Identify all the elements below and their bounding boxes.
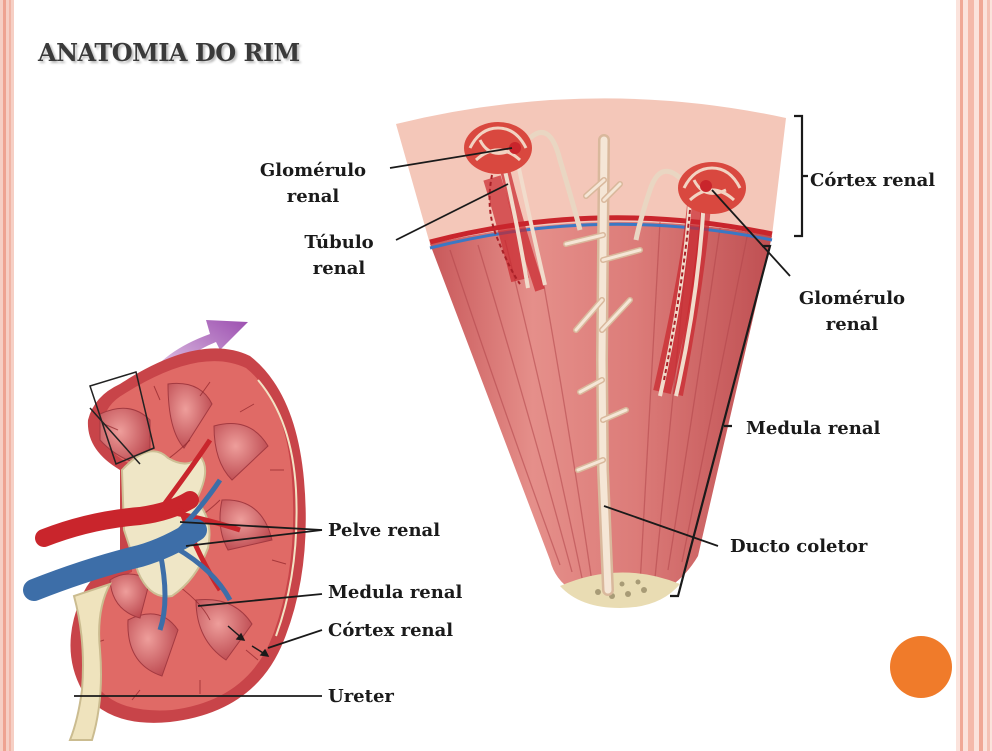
- label-pelve-renal: Pelve renal: [328, 518, 440, 544]
- bracket-cortex: [794, 116, 808, 236]
- kidney-cross-section: [34, 348, 306, 740]
- label-ureter: Ureter: [328, 684, 394, 710]
- label-glomerulo-renal-left: Glomérulo renal: [248, 158, 378, 210]
- label-tubulo-line2: renal: [313, 258, 366, 279]
- label-tubulo-line1: Túbulo: [304, 232, 373, 253]
- label-cortex-renal-top: Córtex renal: [810, 168, 935, 194]
- accent-dot: [890, 636, 952, 698]
- label-glomerulo-left-line2: renal: [287, 186, 340, 207]
- label-glomerulo-left-line1: Glomérulo: [260, 160, 366, 181]
- label-medula-renal-right: Medula renal: [746, 416, 880, 442]
- label-cortex-renal-bottom: Córtex renal: [328, 618, 453, 644]
- label-ducto-coletor: Ducto coletor: [730, 534, 867, 560]
- label-medula-renal-bottom: Medula renal: [328, 580, 462, 606]
- label-glomerulo-right-line2: renal: [826, 314, 879, 335]
- label-glomerulo-right-line1: Glomérulo: [799, 288, 905, 309]
- renal-lobe-wedge: [396, 98, 786, 608]
- label-glomerulo-renal-right: Glomérulo renal: [787, 286, 917, 338]
- label-tubulo-renal: Túbulo renal: [274, 230, 404, 282]
